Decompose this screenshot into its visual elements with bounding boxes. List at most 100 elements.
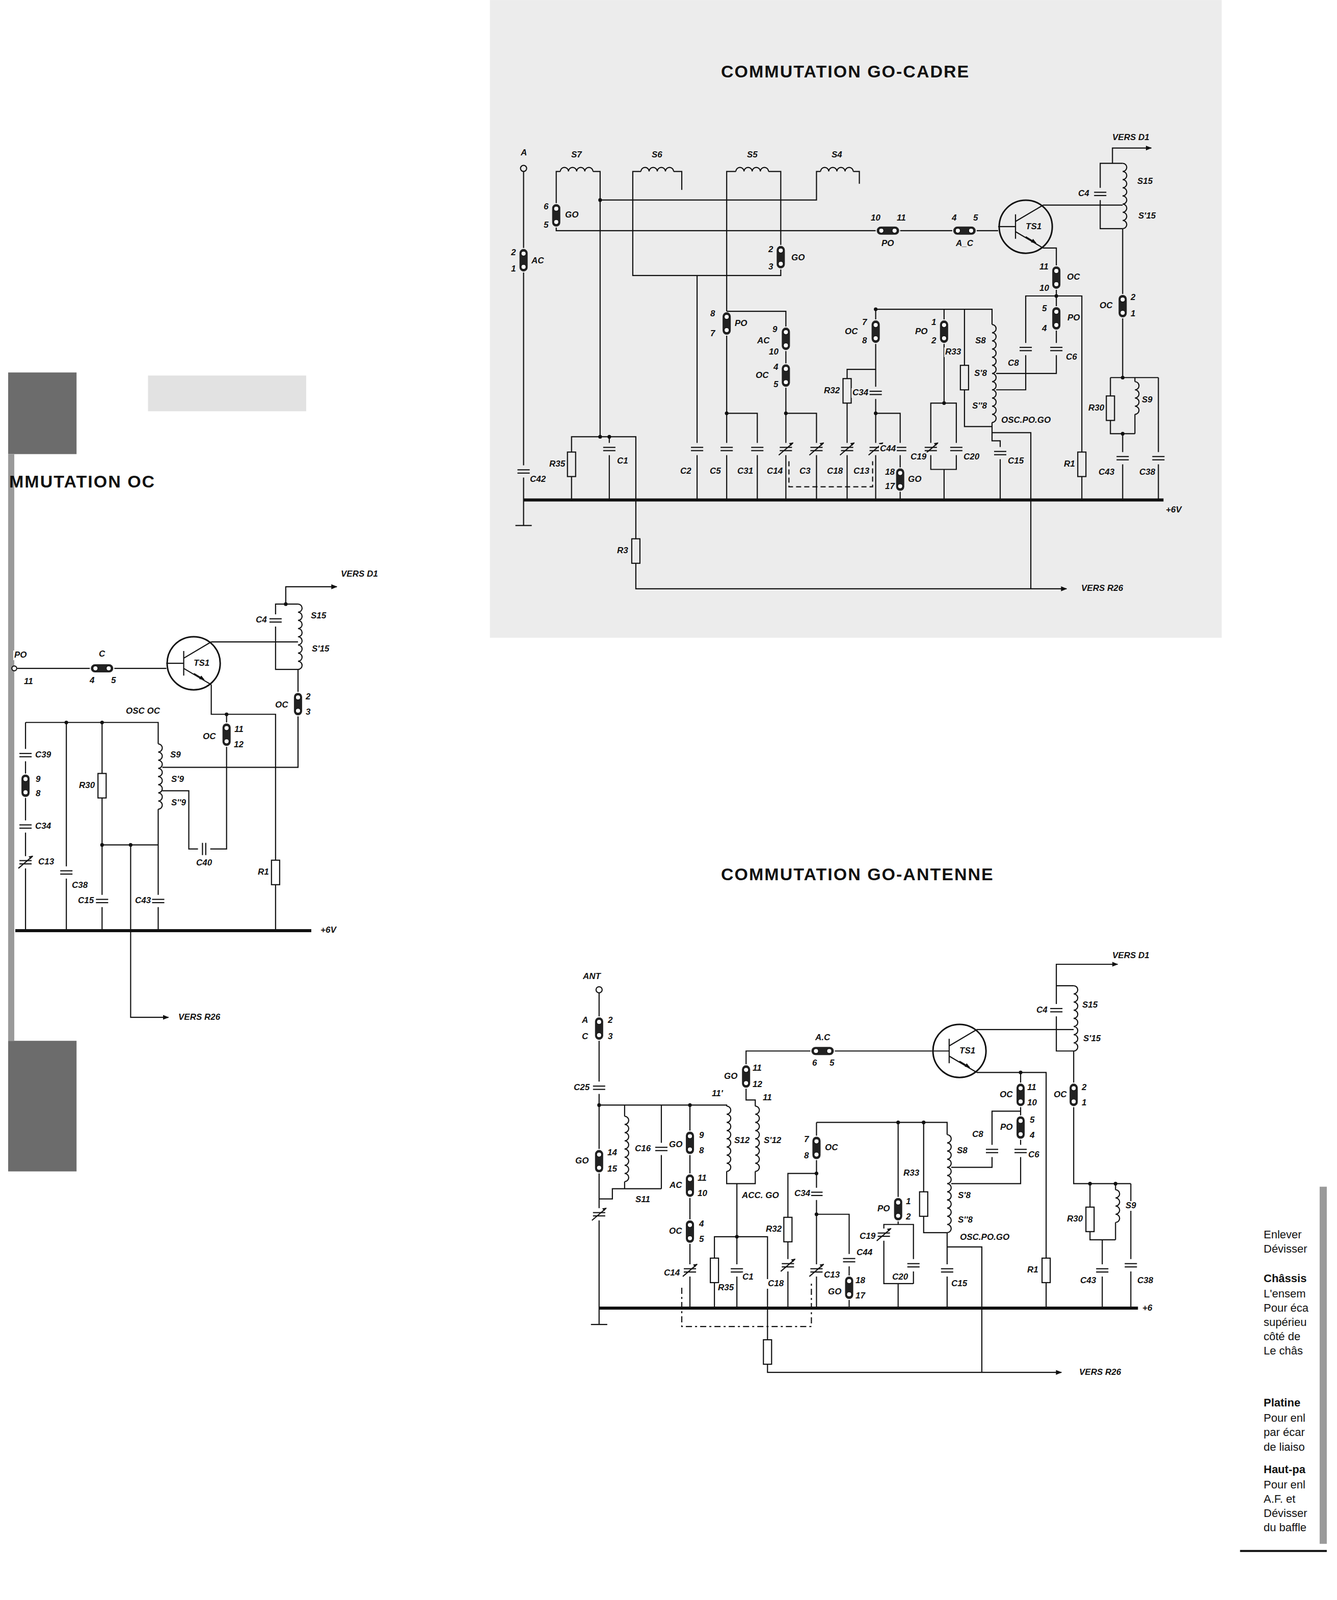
component-label: OC bbox=[201, 732, 218, 742]
component-label: OC bbox=[1065, 272, 1082, 283]
component-label: PO bbox=[13, 650, 29, 661]
text-fragment: supérieu bbox=[1262, 1316, 1308, 1330]
component-label: R32 bbox=[764, 1224, 783, 1235]
component-label: VERS R26 bbox=[1080, 583, 1125, 594]
component-label: 4 bbox=[88, 676, 96, 686]
component-label: 4 bbox=[772, 362, 780, 373]
text-fragment: Pour enl bbox=[1262, 1411, 1307, 1426]
component-label: 17 bbox=[884, 482, 896, 492]
transistor-circle: TS1 bbox=[166, 635, 222, 691]
component-label: C31 bbox=[736, 466, 755, 477]
component-label: R3 bbox=[616, 546, 630, 556]
component-label: 15 bbox=[606, 1164, 619, 1175]
component-label: C15 bbox=[1006, 456, 1025, 467]
transistor-circle: TS1 bbox=[998, 199, 1054, 255]
component-label: S'15 bbox=[310, 644, 331, 655]
component-label: C8 bbox=[1006, 358, 1021, 369]
component-label: C43 bbox=[1097, 467, 1116, 478]
component-label: C44 bbox=[878, 444, 897, 454]
component-label: C4 bbox=[1077, 189, 1091, 199]
component-label: 7 bbox=[803, 1135, 810, 1145]
component-label: C4 bbox=[1035, 1005, 1049, 1016]
component-label: 10 bbox=[1026, 1098, 1038, 1109]
scan-patch bbox=[147, 375, 306, 412]
component-label: C16 bbox=[633, 1144, 652, 1155]
component-label: GO bbox=[790, 253, 806, 263]
component-label: 11 bbox=[751, 1063, 763, 1074]
component-label: 4 bbox=[698, 1219, 705, 1230]
component-label: R35 bbox=[548, 459, 567, 470]
component-label: S'8 bbox=[973, 368, 988, 379]
component-label: S15 bbox=[1081, 1000, 1099, 1011]
component-label: VERS R26 bbox=[1078, 1368, 1122, 1378]
scan-strip bbox=[1319, 1187, 1327, 1545]
component-label: A_C bbox=[954, 238, 975, 249]
component-label: 10 bbox=[767, 347, 780, 358]
component-label: OSC.PO.GO bbox=[958, 1233, 1011, 1243]
rule-line bbox=[1240, 1550, 1327, 1553]
component-label: PO bbox=[999, 1122, 1014, 1133]
transistor-name: TS1 bbox=[959, 1046, 976, 1057]
component-label: AC bbox=[530, 256, 546, 266]
component-label: C13 bbox=[852, 466, 871, 477]
component-label: C1 bbox=[616, 456, 630, 467]
component-label: C6 bbox=[1027, 1150, 1041, 1161]
text-fragment: L'ensem bbox=[1262, 1287, 1307, 1301]
text-fragment: de liaiso bbox=[1262, 1440, 1306, 1455]
component-label: 4 bbox=[950, 213, 958, 224]
component-label: 11 bbox=[233, 725, 245, 735]
text-fragment: Dévisser bbox=[1262, 1507, 1309, 1521]
component-label: C18 bbox=[825, 466, 844, 477]
component-label: +6 bbox=[1141, 1303, 1154, 1314]
component-label: S5 bbox=[745, 150, 759, 160]
component-label: 2 bbox=[510, 248, 517, 258]
component-label: 2 bbox=[1129, 292, 1137, 303]
component-label: PO bbox=[876, 1204, 892, 1215]
component-label: C20 bbox=[891, 1272, 909, 1283]
component-label: S9 bbox=[1140, 395, 1154, 406]
component-label: S'8 bbox=[956, 1191, 972, 1201]
component-label: AC bbox=[668, 1181, 684, 1191]
component-label: 10 bbox=[1038, 283, 1051, 294]
component-label: C14 bbox=[662, 1268, 681, 1279]
component-symbols bbox=[18, 604, 1138, 1365]
component-label: 7 bbox=[709, 329, 716, 339]
ground-bus bbox=[15, 500, 1164, 1309]
text-fragment: Dévisser bbox=[1262, 1242, 1309, 1256]
component-label: 1 bbox=[1129, 309, 1137, 319]
text-fragment: du baffle bbox=[1262, 1521, 1308, 1535]
component-label: C38 bbox=[1138, 467, 1157, 478]
component-label: C39 bbox=[34, 750, 52, 761]
component-label: R1 bbox=[256, 867, 271, 878]
component-label: 9 bbox=[771, 325, 779, 335]
component-label: C42 bbox=[528, 474, 547, 485]
component-label: R30 bbox=[1087, 403, 1106, 414]
component-label: 11 bbox=[1038, 262, 1050, 273]
component-label: 7 bbox=[861, 317, 868, 328]
component-label: 11 bbox=[22, 677, 35, 687]
component-label: PO bbox=[733, 318, 749, 329]
scan-strip bbox=[8, 372, 77, 454]
component-label: C19 bbox=[858, 1232, 877, 1242]
component-label: C1 bbox=[741, 1272, 755, 1283]
component-label: 5 bbox=[110, 676, 117, 686]
component-label: S15 bbox=[309, 611, 328, 622]
component-label: 17 bbox=[854, 1291, 867, 1302]
component-label: 8 bbox=[803, 1151, 810, 1162]
component-label: VERS D1 bbox=[1111, 951, 1151, 961]
component-label: GO bbox=[667, 1140, 684, 1151]
component-label: 2 bbox=[304, 692, 312, 703]
component-label: C15 bbox=[950, 1279, 969, 1290]
component-label: OC bbox=[843, 327, 860, 337]
component-label: C19 bbox=[909, 452, 928, 463]
component-label: S'15 bbox=[1082, 1034, 1102, 1045]
text-fragment: Pour enl bbox=[1262, 1478, 1307, 1492]
component-label: ACC. GO bbox=[740, 1191, 781, 1201]
component-label: OC bbox=[1052, 1090, 1068, 1101]
panel-ground bbox=[489, 0, 1222, 638]
component-label: GO bbox=[906, 474, 923, 485]
transistor-name: TS1 bbox=[1025, 222, 1042, 232]
component-label: C18 bbox=[766, 1279, 785, 1290]
text-heading: Châssis bbox=[1262, 1272, 1308, 1286]
